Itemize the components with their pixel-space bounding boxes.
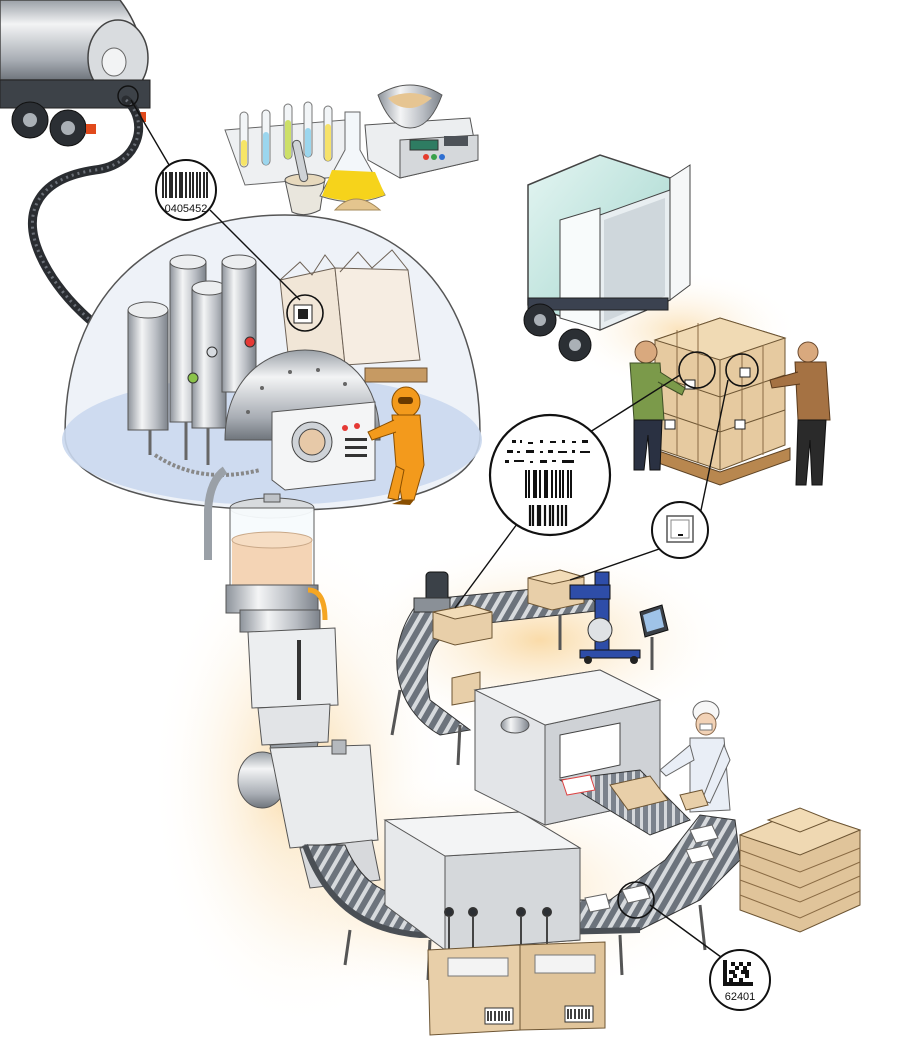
packer-worker — [609, 700, 731, 813]
tanker-label-ring — [117, 85, 139, 107]
shipping-cartons — [427, 941, 606, 1036]
clean-room-dome — [62, 214, 482, 560]
linear-barcode-callout: 0405452 — [155, 159, 217, 221]
rfid-tag-callout — [651, 501, 709, 559]
product-packs — [561, 774, 719, 913]
test-tubes — [239, 101, 333, 168]
carton-barcode-1 — [484, 1007, 514, 1025]
pack-label-ring — [617, 881, 655, 919]
filling-machine — [383, 811, 582, 951]
laptop-terminal — [639, 604, 669, 670]
callout-leader-lines — [130, 99, 729, 961]
glue-dispenser — [413, 571, 451, 613]
control-cabinet — [271, 401, 376, 491]
bag-label-ring — [286, 294, 324, 332]
tanker-barcode-number: 0405452 — [165, 203, 208, 215]
pallet-barcode-callout — [488, 413, 612, 537]
tanker-truck — [0, 0, 151, 147]
datamatrix-callout: 62401 — [709, 949, 771, 1011]
warehouse-worker-right — [769, 341, 831, 486]
label-printer — [569, 571, 641, 664]
warehouse-worker-left — [629, 340, 686, 471]
hazmat-worker — [367, 386, 425, 505]
mixing-tank — [225, 493, 319, 614]
delivery-truck — [523, 154, 691, 362]
laboratory-equipment — [224, 84, 479, 216]
carton-barcode-2 — [564, 1005, 594, 1023]
bulk-bags — [279, 249, 428, 383]
flat-carton-stack — [738, 807, 862, 933]
pack-datamatrix-number: 62401 — [725, 991, 756, 1003]
pallet-label-ring-1 — [678, 351, 716, 389]
storage-silos — [127, 254, 261, 477]
pallet-stack — [649, 317, 791, 486]
pallet-label-ring-2 — [725, 353, 759, 387]
